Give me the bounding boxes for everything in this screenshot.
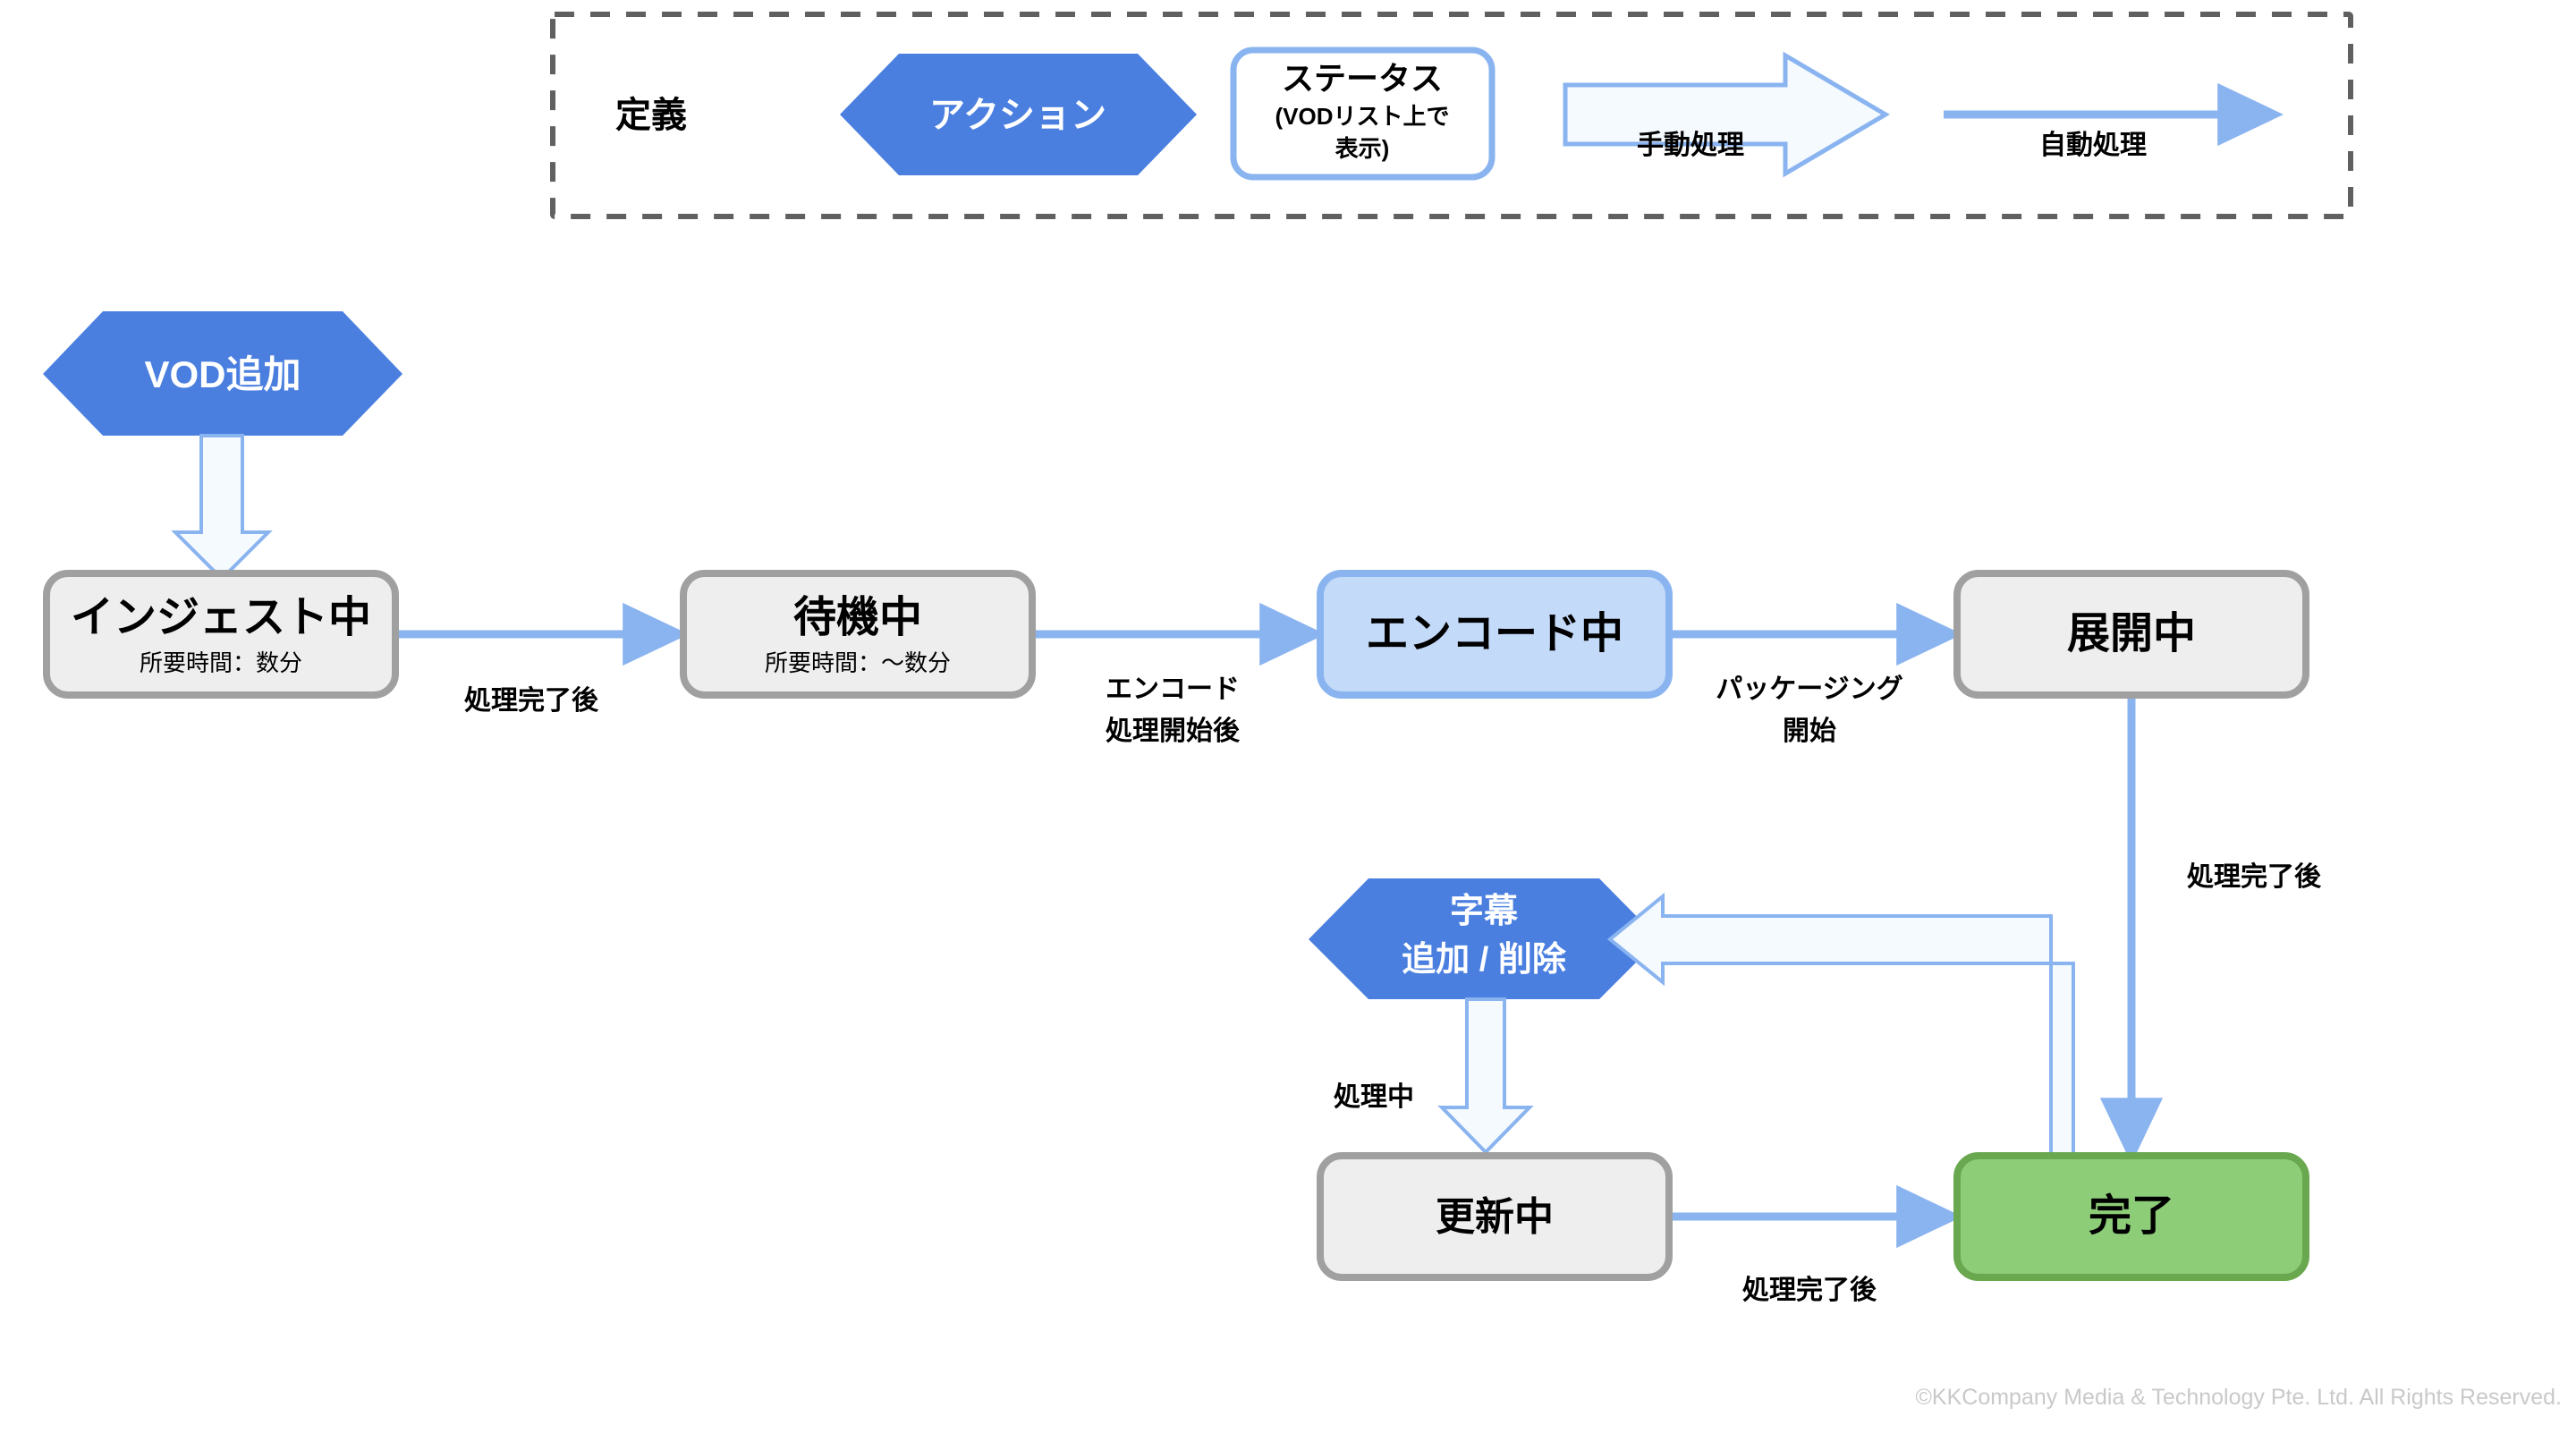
- legend-status-label: ステータス: [1282, 60, 1443, 97]
- edge-label-updating-to-completed: 処理完了後: [1742, 1275, 1877, 1305]
- legend-manual-arrow-icon: [1563, 51, 1890, 178]
- waiting-subtitle: 所要時間：〜数分: [765, 649, 951, 676]
- legend-title: 定義: [615, 96, 687, 135]
- action-subtitle-edit[interactable]: 字幕 追加 / 削除: [1309, 878, 1659, 999]
- edge-label-waiting-to-encoding-line2: 処理開始後: [1106, 717, 1241, 746]
- ingesting-title: インジェスト中: [71, 594, 371, 641]
- arrow-subtitle-edit-to-updating: [1437, 997, 1534, 1155]
- waiting-box[interactable]: [680, 570, 1036, 699]
- legend-status-sub-line1: (VODリスト上で: [1275, 103, 1449, 130]
- ingesting-subtitle: 所要時間：数分: [140, 649, 302, 676]
- waiting-title: 待機中: [793, 594, 922, 641]
- edge-label-waiting-to-encoding-line1: エンコード: [1106, 674, 1240, 704]
- encoding-title: エンコード中: [1366, 610, 1623, 657]
- edge-label-subtitle-to-updating: 処理中: [1334, 1082, 1414, 1112]
- arrow-vod-add-to-ingesting: [171, 434, 273, 581]
- legend-auto-arrow-label: 自動処理: [2039, 131, 2147, 160]
- footer-copyright: ©KKCompany Media & Technology Pte. Ltd. …: [1916, 1385, 2563, 1410]
- status-waiting[interactable]: 待機中 所要時間：〜数分: [680, 570, 1036, 699]
- status-deploying[interactable]: 展開中: [1953, 570, 2309, 699]
- updating-box[interactable]: [1317, 1152, 1673, 1281]
- status-encoding[interactable]: エンコード中: [1317, 570, 1673, 699]
- legend-action-hexagon: [840, 54, 1197, 175]
- subtitle-edit-label-line1: 字幕: [1450, 893, 1519, 930]
- legend-manual-arrow-label: 手動処理: [1637, 131, 1744, 160]
- completed-title: 完了: [2089, 1192, 2174, 1240]
- edge-label-deploying-to-completed: 処理完了後: [2187, 861, 2322, 892]
- edge-label-encoding-to-deploying-line2: 開始: [1783, 717, 1836, 746]
- arrow-completed-to-subtitle-edit: [1606, 892, 2075, 1157]
- ingesting-box[interactable]: [43, 570, 399, 699]
- edge-label-ingest-to-waiting: 処理完了後: [464, 685, 599, 716]
- subtitle-edit-hexagon[interactable]: [1309, 878, 1659, 999]
- updating-title: 更新中: [1436, 1195, 1554, 1239]
- encoding-box[interactable]: [1317, 570, 1673, 699]
- legend-status-box: [1230, 47, 1496, 181]
- deploying-box[interactable]: [1953, 570, 2309, 699]
- vod-add-hexagon[interactable]: [43, 311, 402, 436]
- status-ingesting[interactable]: インジェスト中 所要時間：数分: [43, 570, 399, 699]
- edge-label-encoding-to-deploying-line1: パッケージング: [1716, 674, 1902, 704]
- subtitle-edit-label-line2: 追加 / 削除: [1402, 940, 1567, 979]
- legend-panel: 定義 アクション ステータス (VODリスト上で 表示) 手動処理 自動処理: [550, 12, 2353, 219]
- status-updating[interactable]: 更新中: [1317, 1152, 1673, 1281]
- completed-box[interactable]: [1953, 1152, 2309, 1281]
- status-completed[interactable]: 完了: [1953, 1152, 2309, 1281]
- action-vod-add[interactable]: VOD追加: [43, 311, 402, 436]
- legend-action-label: アクション: [929, 96, 1106, 135]
- deploying-title: 展開中: [2067, 610, 2196, 657]
- vod-add-label: VOD追加: [144, 353, 301, 395]
- legend-status-sub-line2: 表示): [1335, 135, 1390, 162]
